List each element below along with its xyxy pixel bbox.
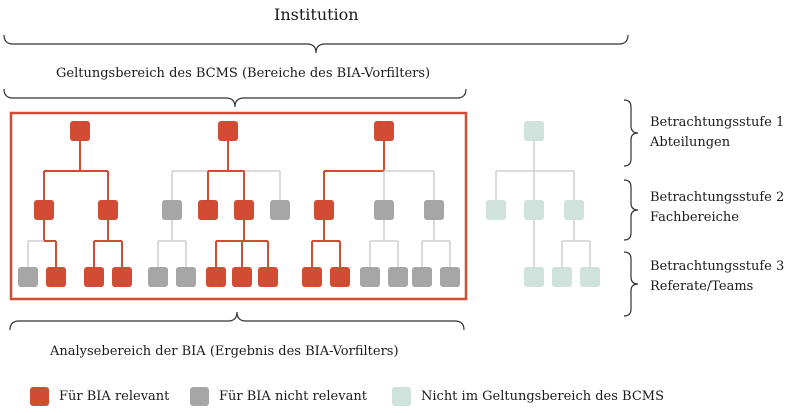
department-section-box — [486, 200, 506, 220]
level-2-brace — [623, 179, 639, 241]
team-box — [18, 267, 38, 287]
level-3-label: Betrachtungsstufe 3 Referate/Teams — [650, 259, 784, 295]
team-box — [580, 267, 600, 287]
department-section-box — [34, 200, 54, 220]
institution-brace — [3, 34, 629, 54]
division-box — [218, 121, 238, 141]
team-box — [302, 267, 322, 287]
level-3-subtitle: Referate/Teams — [650, 279, 754, 294]
team-box — [84, 267, 104, 287]
bia-analysis-frame — [9, 111, 468, 301]
department-section-box — [270, 200, 290, 220]
legend-relevant-label: Für BIA relevant — [59, 389, 170, 404]
legend-out-of-scope-label: Nicht im Geltungsbereich des BCMS — [421, 389, 665, 404]
legend-out-of-scope: Nicht im Geltungsbereich des BCMS — [392, 387, 664, 406]
team-box — [46, 267, 66, 287]
legend-not-relevant-label: Für BIA nicht relevant — [219, 389, 367, 404]
department-section-box — [524, 200, 544, 220]
institution-title: Institution — [274, 5, 359, 24]
team-box — [206, 267, 226, 287]
analysis-label: Analysebereich der BIA (Ergebnis des BIA… — [50, 344, 399, 359]
team-box — [552, 267, 572, 287]
team-box — [412, 267, 432, 287]
division-box — [524, 121, 544, 141]
department-section-box — [564, 200, 584, 220]
team-box — [330, 267, 350, 287]
level-1-brace — [623, 99, 639, 167]
department-section-box — [198, 200, 218, 220]
team-box — [176, 267, 196, 287]
legend-out-of-scope-swatch — [392, 387, 411, 406]
team-box — [524, 267, 544, 287]
team-box — [360, 267, 380, 287]
analysis-brace — [9, 311, 465, 331]
department-section-box — [98, 200, 118, 220]
level-3-brace — [623, 251, 639, 317]
level-1-title: Betrachtungsstufe 1 — [650, 115, 785, 130]
department-section-box — [424, 200, 444, 220]
level-2-subtitle: Fachbereiche — [650, 210, 739, 225]
level-2-label: Betrachtungsstufe 2 Fachbereiche — [650, 190, 784, 226]
connector-lines — [27, 141, 591, 267]
level-1-subtitle: Abteilungen — [650, 135, 731, 150]
legend-relevant-swatch — [30, 387, 49, 406]
team-box — [232, 267, 252, 287]
level-1-label: Betrachtungsstufe 1 Abteilungen — [650, 115, 784, 151]
node-boxes — [18, 121, 600, 287]
division-box — [70, 121, 90, 141]
department-section-box — [234, 200, 254, 220]
department-section-box — [374, 200, 394, 220]
scope-brace — [3, 88, 467, 108]
department-section-box — [162, 200, 182, 220]
level-2-title: Betrachtungsstufe 2 — [650, 190, 785, 205]
team-box — [440, 267, 460, 287]
legend-relevant: Für BIA relevant — [30, 387, 169, 406]
division-box — [374, 121, 394, 141]
legend-not-relevant: Für BIA nicht relevant — [190, 387, 367, 406]
team-box — [148, 267, 168, 287]
department-section-box — [314, 200, 334, 220]
team-box — [112, 267, 132, 287]
team-box — [258, 267, 278, 287]
scope-label: Geltungsbereich des BCMS (Bereiche des B… — [56, 66, 431, 81]
team-box — [388, 267, 408, 287]
level-3-title: Betrachtungsstufe 3 — [650, 259, 785, 274]
legend-not-relevant-swatch — [190, 387, 209, 406]
